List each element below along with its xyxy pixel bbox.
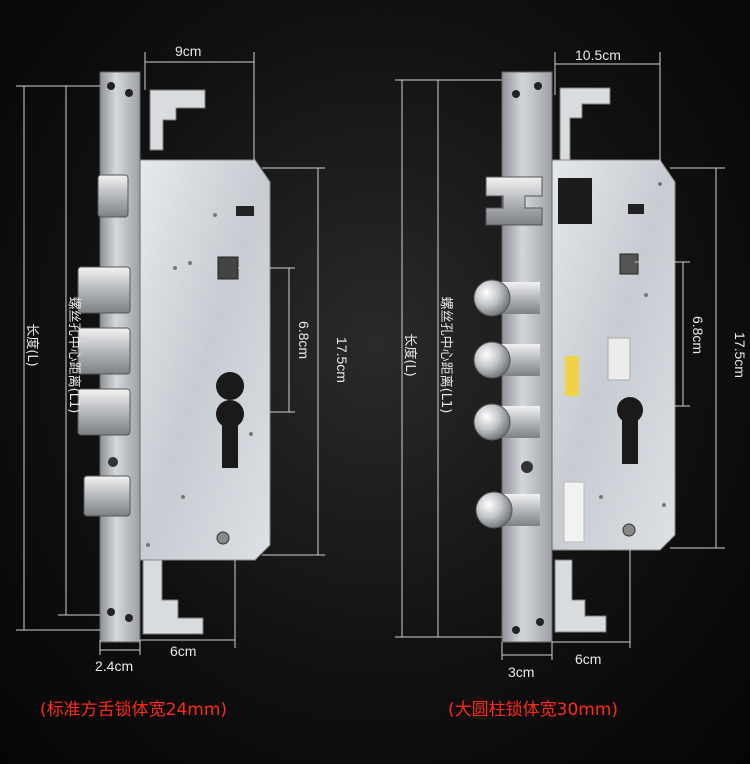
left-lock (77, 71, 271, 643)
left-caption: (标准方舌锁体宽24mm) (40, 700, 227, 720)
right-round-bolt (473, 403, 540, 441)
left-width-top-label: 9cm (175, 43, 201, 59)
left-width-bottom-label: 6cm (170, 643, 196, 659)
right-dimensions (395, 52, 725, 660)
right-hook-bolt (485, 176, 543, 226)
left-spindle-hole (217, 256, 239, 280)
left-bottom-latch (142, 559, 204, 635)
right-height-label: 17.5cm (732, 332, 748, 378)
right-spindle-hole (619, 253, 639, 275)
left-dimensions (16, 52, 325, 655)
left-screw-distance-label: 6.8cm (296, 321, 312, 359)
left-top-bolt (97, 174, 129, 218)
right-caption: (大圆柱锁体宽30mm) (448, 700, 618, 720)
right-screw-distance-label: 6.8cm (690, 316, 706, 354)
right-width-top-label: 10.5cm (575, 47, 621, 63)
right-top-latch (559, 87, 611, 161)
left-length-label: 长度(L) (24, 323, 40, 366)
left-lock-case (139, 159, 271, 561)
left-square-bolt (83, 475, 131, 517)
right-bottom-latch (554, 559, 607, 633)
right-length-label: 长度(L) (402, 333, 418, 376)
left-square-bolt (77, 266, 131, 314)
right-width-bottom-label: 6cm (575, 651, 601, 667)
right-round-bolt (473, 279, 540, 317)
right-round-bolt (473, 341, 540, 379)
left-square-bolt (77, 388, 131, 436)
left-faceplate-width-label: 2.4cm (95, 658, 133, 674)
right-screw-hole-label: 螺丝孔中心距离(L1) (438, 297, 454, 414)
left-height-label: 17.5cm (334, 337, 350, 383)
left-square-bolt (77, 327, 131, 375)
right-faceplate-width-label: 3cm (508, 664, 534, 680)
left-top-latch (149, 89, 206, 151)
left-screw-hole-label: 螺丝孔中心距离(L1) (66, 297, 82, 414)
right-lock (473, 71, 676, 643)
right-round-bolt (475, 491, 540, 529)
